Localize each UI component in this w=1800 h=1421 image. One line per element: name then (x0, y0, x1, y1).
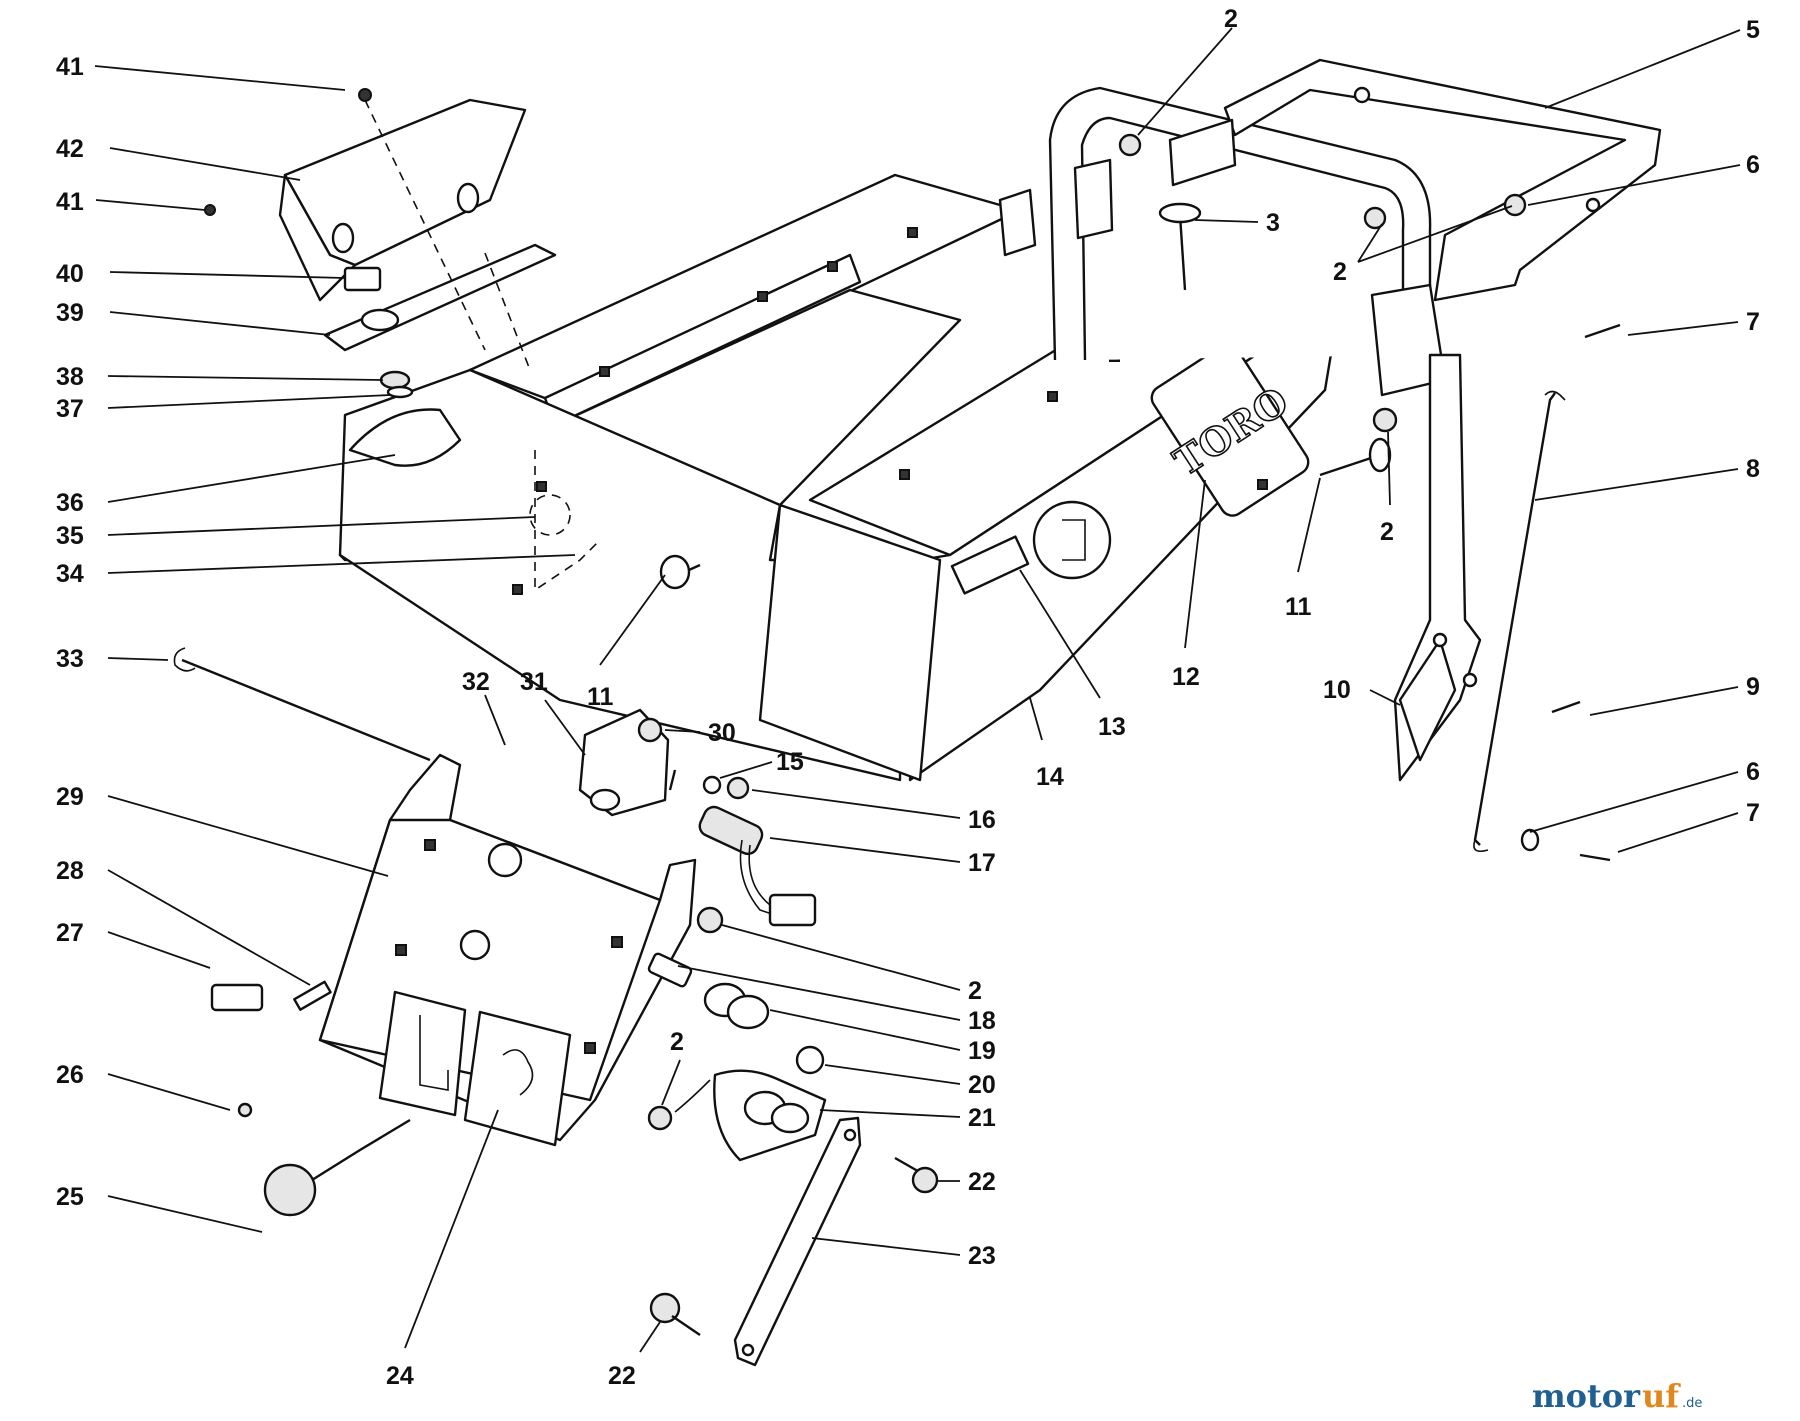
callout-label: 14 (1036, 763, 1064, 791)
callout-label: 11 (587, 683, 614, 711)
callout-label: 2 (1380, 518, 1394, 546)
callout-label: 36 (56, 489, 84, 517)
callout-label: 24 (386, 1362, 414, 1390)
callout-label: 37 (56, 395, 84, 423)
callouts: 41 42 41 40 39 38 37 36 35 34 33 29 28 2… (56, 5, 1760, 1390)
callout-label: 12 (1172, 663, 1200, 691)
callout-label: 32 (462, 668, 490, 696)
callout-label: 38 (56, 363, 84, 391)
callout-label: 41 (56, 53, 84, 81)
callout-label: 34 (56, 560, 84, 588)
callout-label: 42 (56, 135, 84, 163)
callout-label: 3 (1266, 209, 1280, 237)
hardware (237, 133, 1621, 1118)
callout-label: 23 (968, 1242, 996, 1270)
callout-label: 10 (1323, 676, 1351, 704)
callout-label: 11 (1285, 593, 1312, 621)
callout-label: 21 (968, 1104, 996, 1132)
callout-label: 41 (56, 188, 84, 216)
callout-label: 33 (56, 645, 84, 673)
callout-label: 15 (776, 748, 804, 776)
callout-label: 39 (56, 299, 84, 327)
callout-label: 27 (56, 919, 84, 947)
upper-left-parts (204, 88, 601, 592)
handle-frame (998, 58, 1662, 853)
callout-label: 29 (56, 783, 84, 811)
callout-label: 18 (968, 1007, 996, 1035)
callout-label: 22 (968, 1168, 996, 1196)
callout-label: 40 (56, 260, 84, 288)
watermark: motor uf .de (1532, 1377, 1703, 1415)
callout-label: 5 (1746, 16, 1760, 44)
watermark-part1: motor (1532, 1377, 1641, 1415)
callout-label: 22 (608, 1362, 636, 1390)
housing: TORO (338, 173, 1342, 782)
watermark-suffix: .de (1682, 1396, 1702, 1411)
callout-label: 2 (1333, 258, 1347, 286)
switch-assembly (578, 708, 817, 927)
linkage (647, 906, 939, 1367)
callout-label: 13 (1098, 713, 1126, 741)
callout-label: 2 (1224, 5, 1238, 33)
callout-label: 26 (56, 1061, 84, 1089)
callout-label: 16 (968, 806, 996, 834)
callout-label: 7 (1746, 799, 1760, 827)
callout-label: 17 (968, 849, 996, 877)
callout-label: 30 (708, 719, 736, 747)
callout-label: 25 (56, 1183, 84, 1211)
watermark-part2: uf (1642, 1377, 1681, 1415)
callout-label: 2 (670, 1028, 684, 1056)
callout-label: 28 (56, 857, 84, 885)
callout-label: 9 (1746, 673, 1760, 701)
callout-label: 8 (1746, 455, 1760, 483)
callout-label: 31 (520, 668, 548, 696)
callout-label: 19 (968, 1037, 996, 1065)
control-panel (173, 647, 697, 1217)
callout-label: 2 (968, 977, 982, 1005)
callout-label: 6 (1746, 758, 1760, 786)
callout-label: 35 (56, 522, 84, 550)
callout-label: 6 (1746, 151, 1760, 179)
callout-label: 7 (1746, 308, 1760, 336)
callout-label: 20 (968, 1071, 996, 1099)
